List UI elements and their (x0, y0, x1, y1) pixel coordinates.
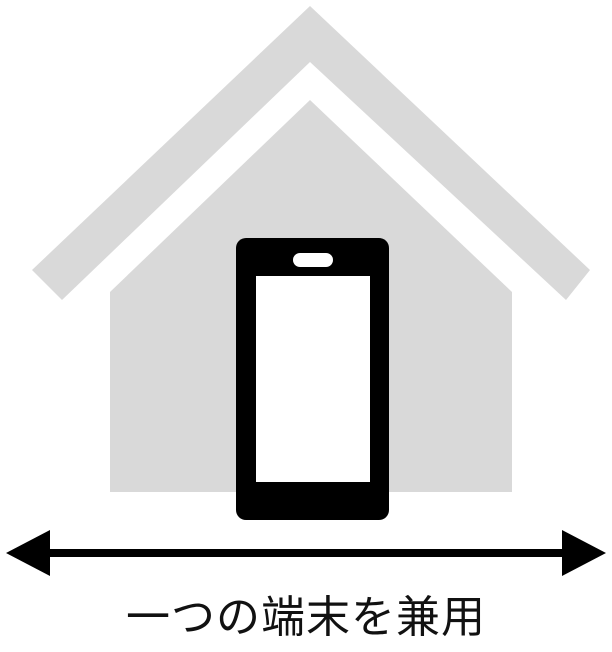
double-arrow-icon (6, 530, 606, 576)
arrow-shaft (40, 549, 572, 557)
arrow-head-left (6, 530, 50, 576)
house-roof (32, 6, 590, 300)
smartphone-icon (236, 238, 389, 520)
phone-speaker (293, 253, 333, 267)
arrow-head-right (562, 530, 606, 576)
diagram-caption: 一つの端末を兼用 (126, 592, 486, 643)
phone-screen (256, 276, 370, 482)
